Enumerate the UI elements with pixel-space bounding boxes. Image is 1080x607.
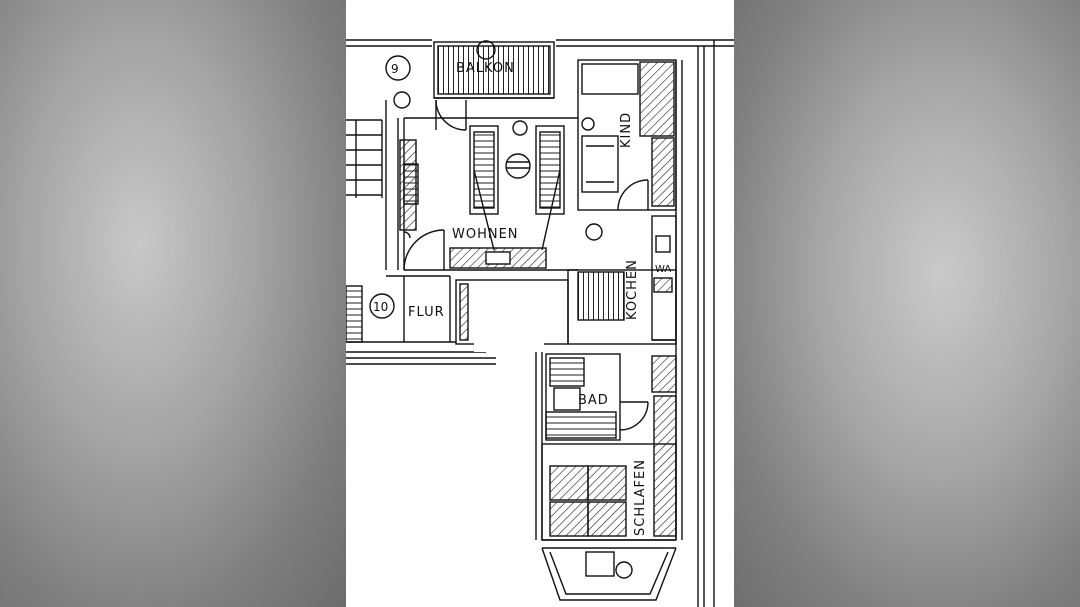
plant-symbols <box>393 40 603 241</box>
unit-marker-10 <box>369 293 395 319</box>
stairwell <box>346 100 387 270</box>
label-wa: WA <box>655 264 671 275</box>
balkon-area <box>433 41 555 130</box>
floor-plan-drawing: BALKON WOHNEN FLUR BAD KIND KOCHEN SCHLA… <box>346 39 734 607</box>
neighbour-walls <box>346 357 496 365</box>
kochen-room <box>567 215 677 345</box>
label-schlafen: SCHLAFEN <box>633 459 648 536</box>
wohnen-room <box>399 99 578 271</box>
bad-room <box>545 353 677 441</box>
label-wohnen: WOHNEN <box>452 227 519 242</box>
floor-plan: BALKON WOHNEN FLUR BAD KIND KOCHEN SCHLA… <box>346 0 734 607</box>
label-kind: KIND <box>619 112 634 148</box>
label-flur: FLUR <box>408 305 445 320</box>
label-kochen: KOCHEN <box>625 259 640 320</box>
label-balkon: BALKON <box>456 61 515 76</box>
label-unit-10: 10 <box>373 300 388 314</box>
blank-region <box>346 368 534 607</box>
kind-room <box>577 59 677 211</box>
unit-marker-9 <box>385 55 411 81</box>
label-bad: BAD <box>578 393 609 408</box>
stair-void <box>474 290 544 352</box>
bay-window <box>541 539 677 601</box>
label-unit-9: 9 <box>391 62 399 76</box>
blurred-background-left <box>0 0 346 607</box>
flur-room <box>346 275 569 353</box>
blurred-background-right <box>734 0 1080 607</box>
